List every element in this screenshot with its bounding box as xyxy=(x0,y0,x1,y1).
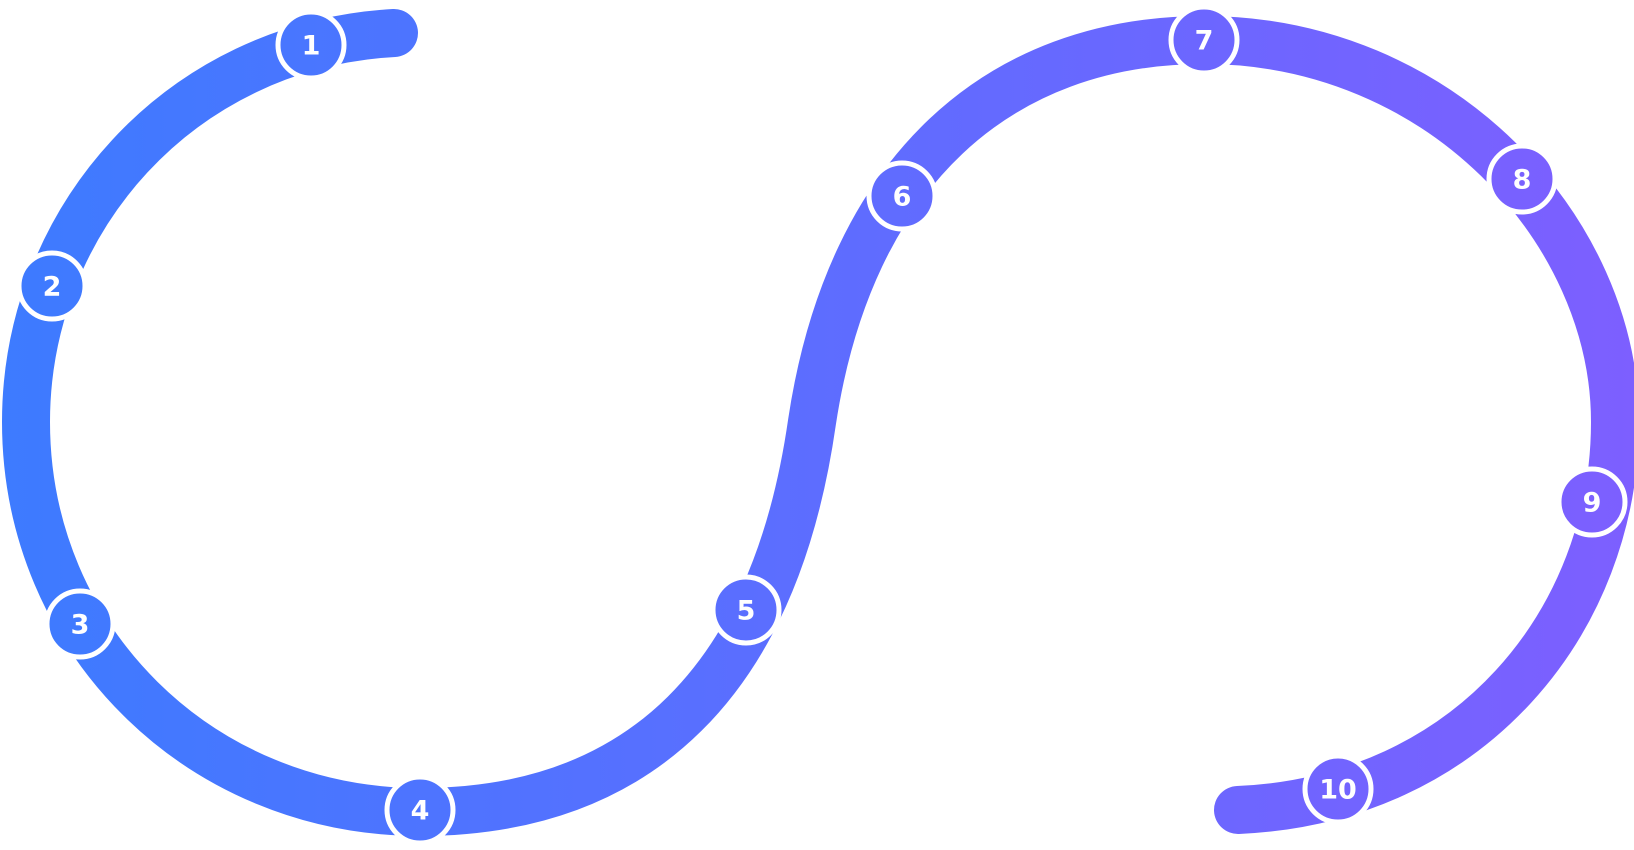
step-number: 4 xyxy=(411,796,430,827)
step-marker-8: 8 xyxy=(1486,143,1558,215)
step-circle xyxy=(1168,4,1240,76)
step-circle xyxy=(866,160,938,232)
step-marker-6: 6 xyxy=(866,160,938,232)
step-circle xyxy=(1556,466,1628,538)
step-marker-7: 7 xyxy=(1168,4,1240,76)
winding-path xyxy=(1,9,1634,837)
step-circle xyxy=(384,774,456,846)
step-circle xyxy=(710,574,782,646)
step-number: 7 xyxy=(1195,26,1214,57)
step-number: 6 xyxy=(893,182,912,213)
step-marker-3: 3 xyxy=(44,588,116,660)
step-marker-2: 2 xyxy=(16,250,88,322)
step-number: 8 xyxy=(1513,165,1532,196)
step-number: 2 xyxy=(43,272,62,303)
step-number: 3 xyxy=(71,610,90,641)
step-marker-4: 4 xyxy=(384,774,456,846)
step-number: 9 xyxy=(1583,488,1602,519)
step-number: 1 xyxy=(302,31,321,62)
step-circle xyxy=(16,250,88,322)
step-marker-9: 9 xyxy=(1556,466,1628,538)
step-marker-1: 1 xyxy=(275,9,347,81)
step-circle xyxy=(1486,143,1558,215)
step-marker-5: 5 xyxy=(710,574,782,646)
step-circle xyxy=(275,9,347,81)
step-number: 10 xyxy=(1319,775,1357,806)
step-circle xyxy=(1302,753,1374,825)
step-circle xyxy=(44,588,116,660)
step-marker-10: 10 xyxy=(1302,753,1374,825)
step-number: 5 xyxy=(737,596,756,627)
